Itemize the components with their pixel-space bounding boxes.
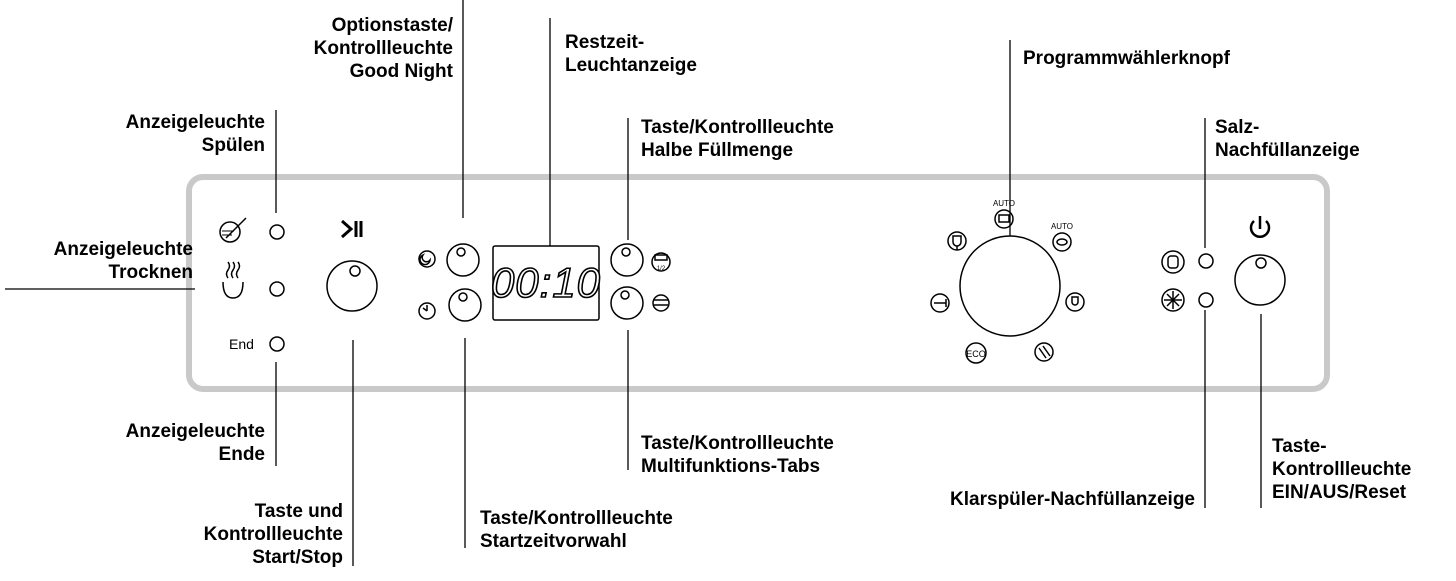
start-stop-led [349, 265, 361, 277]
start-stop-icon [341, 219, 363, 239]
rinse-indicator-led [269, 224, 285, 240]
power-button[interactable] [1234, 254, 1286, 306]
label-klarspueler: Klarspüler-Nachfüllanzeige [950, 489, 1195, 510]
delay-start-button[interactable] [448, 288, 482, 322]
auto-normal-icon: AUTO [1051, 222, 1073, 252]
rinse-icon [219, 217, 247, 243]
half-load-icon: 1/2 [651, 252, 671, 272]
drying-indicator-led [269, 281, 285, 297]
leader-lines [5, 0, 1262, 566]
good-night-button[interactable] [446, 243, 480, 277]
svg-text:AUTO: AUTO [1051, 222, 1073, 231]
program-selector-knob[interactable] [959, 235, 1061, 337]
power-led [1255, 257, 1267, 269]
rinse-aid-refill-led [1198, 292, 1214, 308]
drying-icon [222, 261, 244, 299]
svg-text:ECO: ECO [966, 349, 986, 359]
half-load-led [621, 247, 631, 257]
end-indicator-led [269, 336, 285, 352]
label-restzeit: Restzeit-Leuchtanzeige [565, 32, 697, 76]
end-text: End [229, 336, 254, 352]
pre-wash-icon [930, 293, 950, 313]
power-icon [1249, 216, 1271, 238]
panel-frame [186, 174, 1330, 392]
delay-start-led [458, 292, 468, 302]
salt-refill-icon [1161, 250, 1185, 274]
svg-text:1/2: 1/2 [657, 266, 666, 272]
half-load-button[interactable] [610, 243, 644, 277]
good-night-led [456, 247, 466, 257]
svg-text:AUTO: AUTO [993, 199, 1015, 208]
remaining-time-display [492, 245, 600, 321]
remaining-time-value: 00:10 [491, 259, 601, 306]
delicate-program-icon [1065, 292, 1085, 312]
eco-program-icon: ECO [965, 342, 987, 364]
good-night-icon [418, 250, 436, 268]
label-salz: Salz-Nachfüllanzeige [1215, 117, 1360, 161]
quick-program-icon [1034, 342, 1054, 362]
delay-start-icon [418, 302, 436, 320]
multitabs-icon [652, 294, 670, 312]
salt-refill-led [1198, 253, 1214, 269]
auto-intensive-icon: AUTO [993, 199, 1015, 229]
rinse-aid-refill-icon [1161, 288, 1185, 312]
glass-program-icon [947, 231, 967, 251]
multitabs-button[interactable] [610, 286, 644, 320]
label-programmwahl: Programmwählerknopf [1023, 48, 1230, 69]
multitabs-led [620, 290, 630, 300]
start-stop-button[interactable] [326, 260, 378, 312]
